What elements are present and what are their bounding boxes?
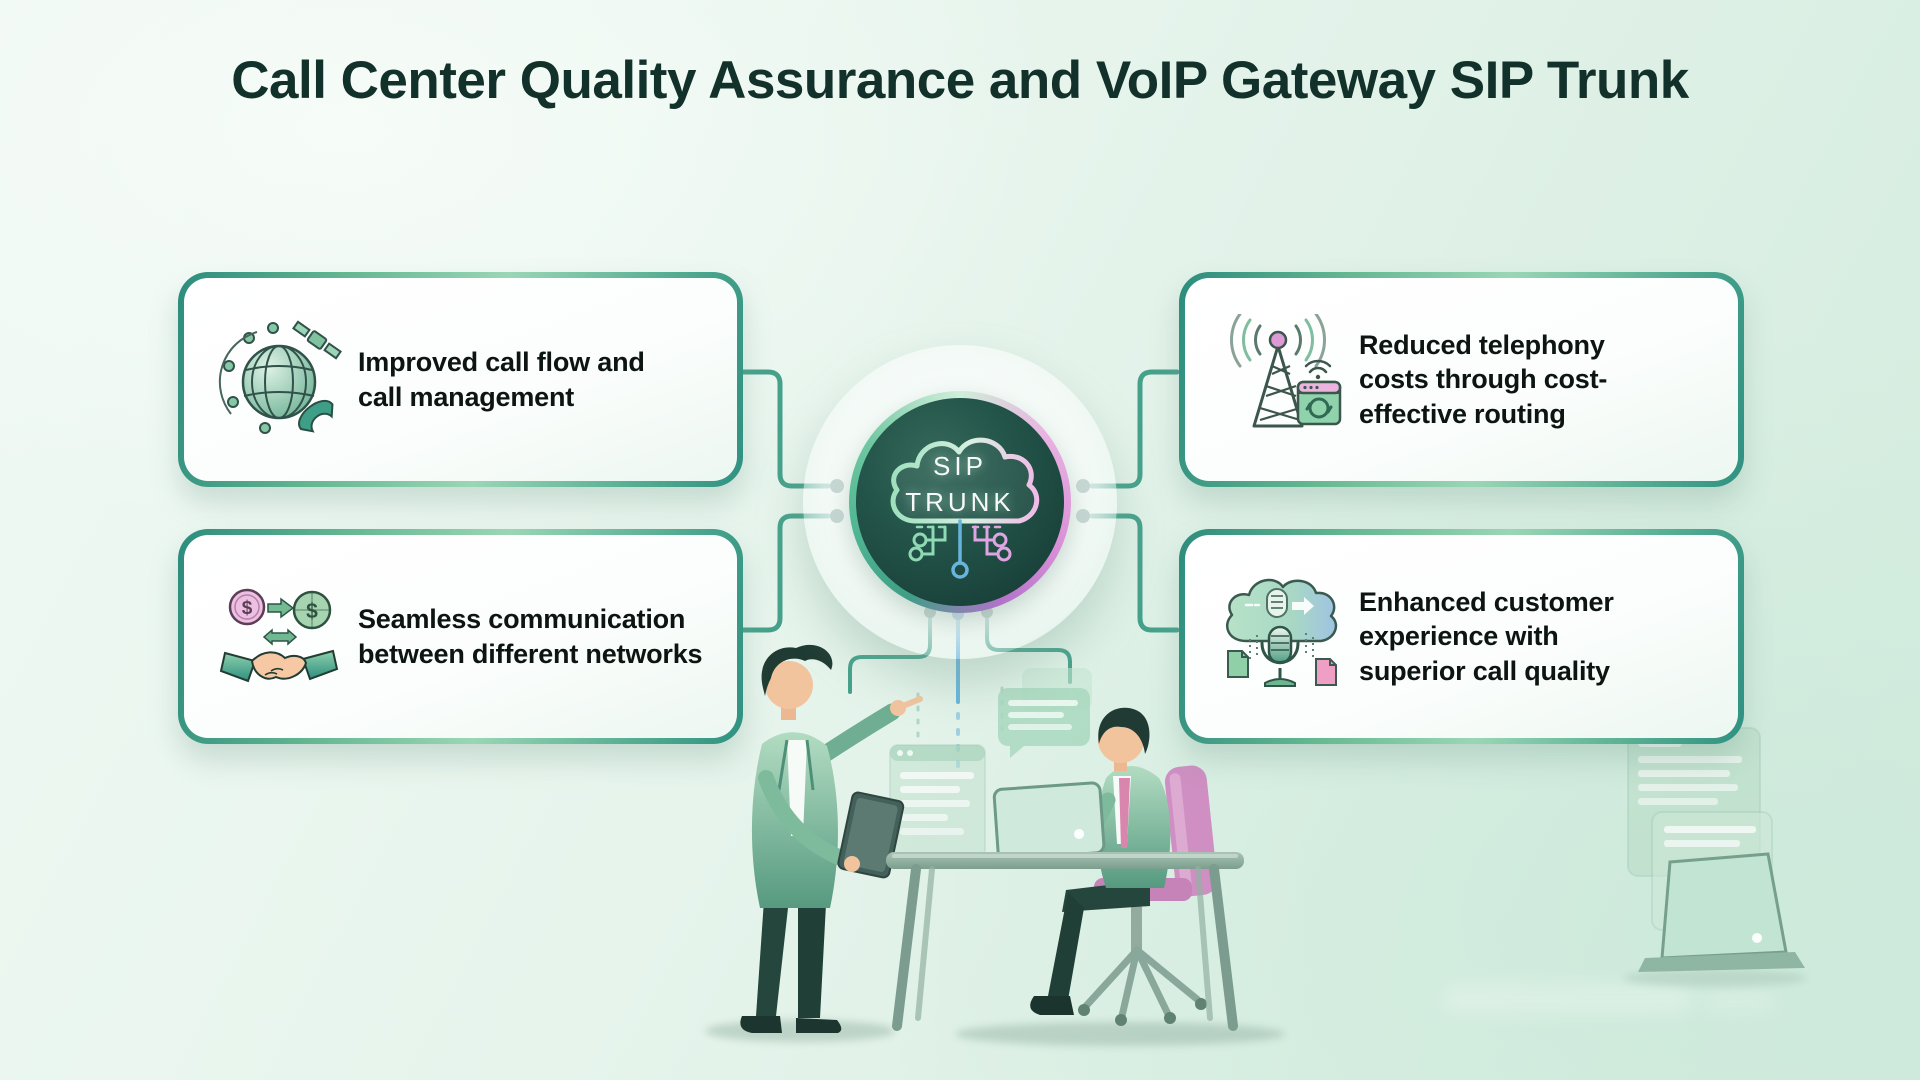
seated-man-head bbox=[1098, 717, 1144, 763]
desk bbox=[886, 781, 1244, 1031]
hub-label-line2: TRUNK bbox=[905, 487, 1015, 517]
seated-man-hair bbox=[1098, 707, 1150, 754]
standing-man bbox=[740, 644, 923, 1033]
pointing-arm bbox=[801, 703, 901, 773]
floating-panel-stack bbox=[1627, 727, 1773, 931]
globe-satellite-phone-icon bbox=[200, 314, 358, 446]
svg-text:$: $ bbox=[242, 598, 253, 619]
card-text: Seamless communication between different… bbox=[358, 604, 703, 669]
secondary-laptop bbox=[1623, 852, 1807, 987]
hub-label: SIP TRUNK bbox=[849, 448, 1071, 520]
tablet bbox=[837, 791, 905, 879]
pink-tie bbox=[1119, 778, 1130, 848]
file-pink bbox=[1315, 657, 1337, 686]
hub-cloud-circuit-icon bbox=[890, 437, 1040, 579]
page-title: Call Center Quality Assurance and VoIP G… bbox=[231, 51, 1689, 110]
standing-man-hair bbox=[761, 644, 833, 696]
card-reduced-costs: Reduced telephony costs through cost- ef… bbox=[1179, 272, 1744, 487]
phone-handset bbox=[298, 399, 334, 433]
cloud-microphone-files-icon bbox=[1201, 571, 1359, 703]
satellite bbox=[292, 319, 342, 360]
file-green bbox=[1227, 649, 1249, 678]
hub-core bbox=[856, 398, 1064, 606]
card-seamless-communication: $ $ Seamless communication between diffe… bbox=[178, 529, 743, 744]
standing-man-head bbox=[765, 661, 813, 709]
laptop-base bbox=[972, 854, 1118, 867]
floating-panel-document bbox=[889, 744, 986, 858]
card-enhanced-experience: Enhanced customer experience with superi… bbox=[1179, 529, 1744, 744]
hub-label-line1: SIP bbox=[933, 451, 987, 481]
currency-exchange-handshake-icon: $ $ bbox=[200, 571, 358, 703]
router-device bbox=[1296, 359, 1342, 425]
office-chair bbox=[1078, 765, 1218, 1026]
laptop bbox=[992, 781, 1106, 861]
watermark-smudge bbox=[1442, 986, 1775, 1012]
floating-panel-chat bbox=[998, 668, 1092, 758]
signal-tower-router-icon bbox=[1201, 313, 1359, 446]
svg-text:$: $ bbox=[306, 600, 318, 623]
card-text: Reduced telephony costs through cost- ef… bbox=[1359, 330, 1608, 429]
microphone bbox=[1260, 625, 1300, 687]
ground-shadows bbox=[705, 1020, 1285, 1046]
tablet-arm bbox=[758, 770, 854, 868]
sip-trunk-hub bbox=[849, 391, 1071, 613]
card-text: Enhanced customer experience with superi… bbox=[1359, 587, 1614, 686]
card-text: Improved call flow and call management bbox=[358, 347, 645, 412]
card-improved-call-flow: Improved call flow and call management bbox=[178, 272, 743, 487]
seated-man bbox=[1030, 707, 1171, 1015]
